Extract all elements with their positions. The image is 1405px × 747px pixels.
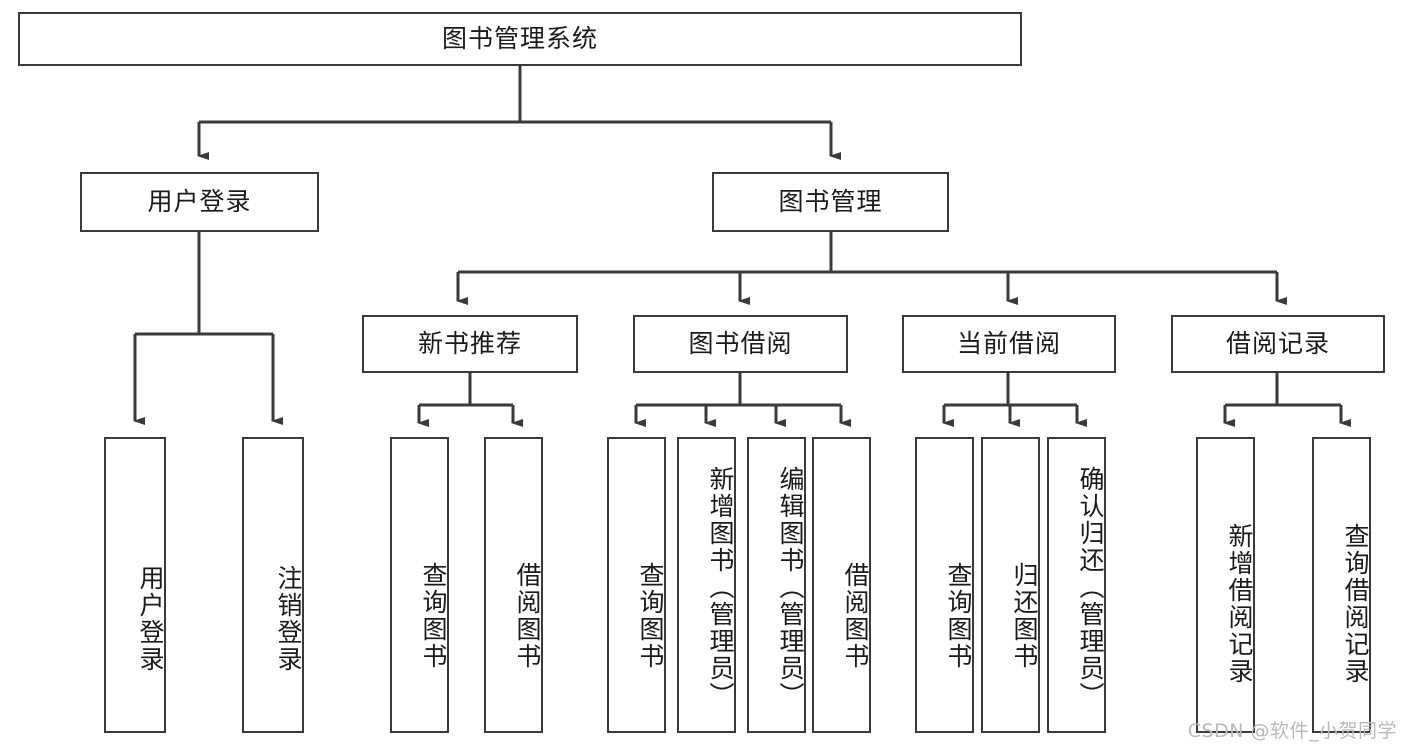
leaf-book-borrow-add-book-admin[interactable]: 新增图书（管理员） — [677, 437, 736, 733]
leaf-book-borrow-edit-book-admin[interactable]: 编辑图书（管理员） — [747, 437, 806, 733]
node-label: 借阅记录 — [1225, 328, 1330, 358]
node-label: 归还图书 — [1010, 562, 1039, 670]
node-label: 新增借阅记录 — [1225, 523, 1254, 685]
node-label: 借阅图书 — [841, 562, 870, 670]
leaf-user-login-logout[interactable]: 注销登录 — [242, 437, 304, 733]
leaf-book-borrow-borrow-book[interactable]: 借阅图书 — [812, 437, 871, 733]
leaf-current-borrow-confirm-return-admin[interactable]: 确认归还（管理员） — [1047, 437, 1106, 733]
node-label: 图书借阅 — [688, 328, 793, 358]
node-label: 用户登录 — [147, 186, 252, 216]
node-label: 查询借阅记录 — [1341, 523, 1370, 685]
node-label: 查询图书 — [419, 562, 448, 670]
node-user-login[interactable]: 用户登录 — [80, 172, 319, 232]
watermark-text: CSDN @软件_小贺同学 — [1187, 720, 1397, 742]
node-label: 新增图书（管理员） — [706, 465, 735, 709]
node-root-book-management-system[interactable]: 图书管理系统 — [18, 12, 1022, 66]
leaf-new-book-borrow-book[interactable]: 借阅图书 — [484, 437, 543, 733]
node-label: 当前借阅 — [956, 328, 1061, 358]
leaf-current-borrow-query-book[interactable]: 查询图书 — [915, 437, 974, 733]
leaf-book-borrow-query-book[interactable]: 查询图书 — [607, 437, 666, 733]
node-current-borrow[interactable]: 当前借阅 — [902, 315, 1116, 373]
leaf-current-borrow-return-book[interactable]: 归还图书 — [981, 437, 1040, 733]
node-label: 查询图书 — [944, 562, 973, 670]
node-label: 编辑图书（管理员） — [776, 465, 805, 709]
node-label: 查询图书 — [636, 562, 665, 670]
node-label: 注销登录 — [274, 565, 303, 673]
leaf-new-book-query-book[interactable]: 查询图书 — [390, 437, 449, 733]
node-book-borrow[interactable]: 图书借阅 — [633, 315, 848, 373]
node-new-book-recommend[interactable]: 新书推荐 — [362, 315, 578, 373]
node-borrow-record[interactable]: 借阅记录 — [1171, 315, 1385, 373]
node-label: 用户登录 — [136, 565, 165, 673]
node-label: 图书管理 — [778, 186, 883, 216]
node-label: 确认归还（管理员） — [1076, 465, 1105, 709]
leaf-user-login-login[interactable]: 用户登录 — [104, 437, 166, 733]
node-label: 新书推荐 — [417, 328, 522, 358]
node-label: 借阅图书 — [513, 562, 542, 670]
node-label: 图书管理系统 — [441, 23, 598, 53]
node-book-management[interactable]: 图书管理 — [712, 172, 949, 232]
leaf-borrow-record-query-record[interactable]: 查询借阅记录 — [1312, 437, 1371, 733]
leaf-borrow-record-add-record[interactable]: 新增借阅记录 — [1196, 437, 1255, 733]
